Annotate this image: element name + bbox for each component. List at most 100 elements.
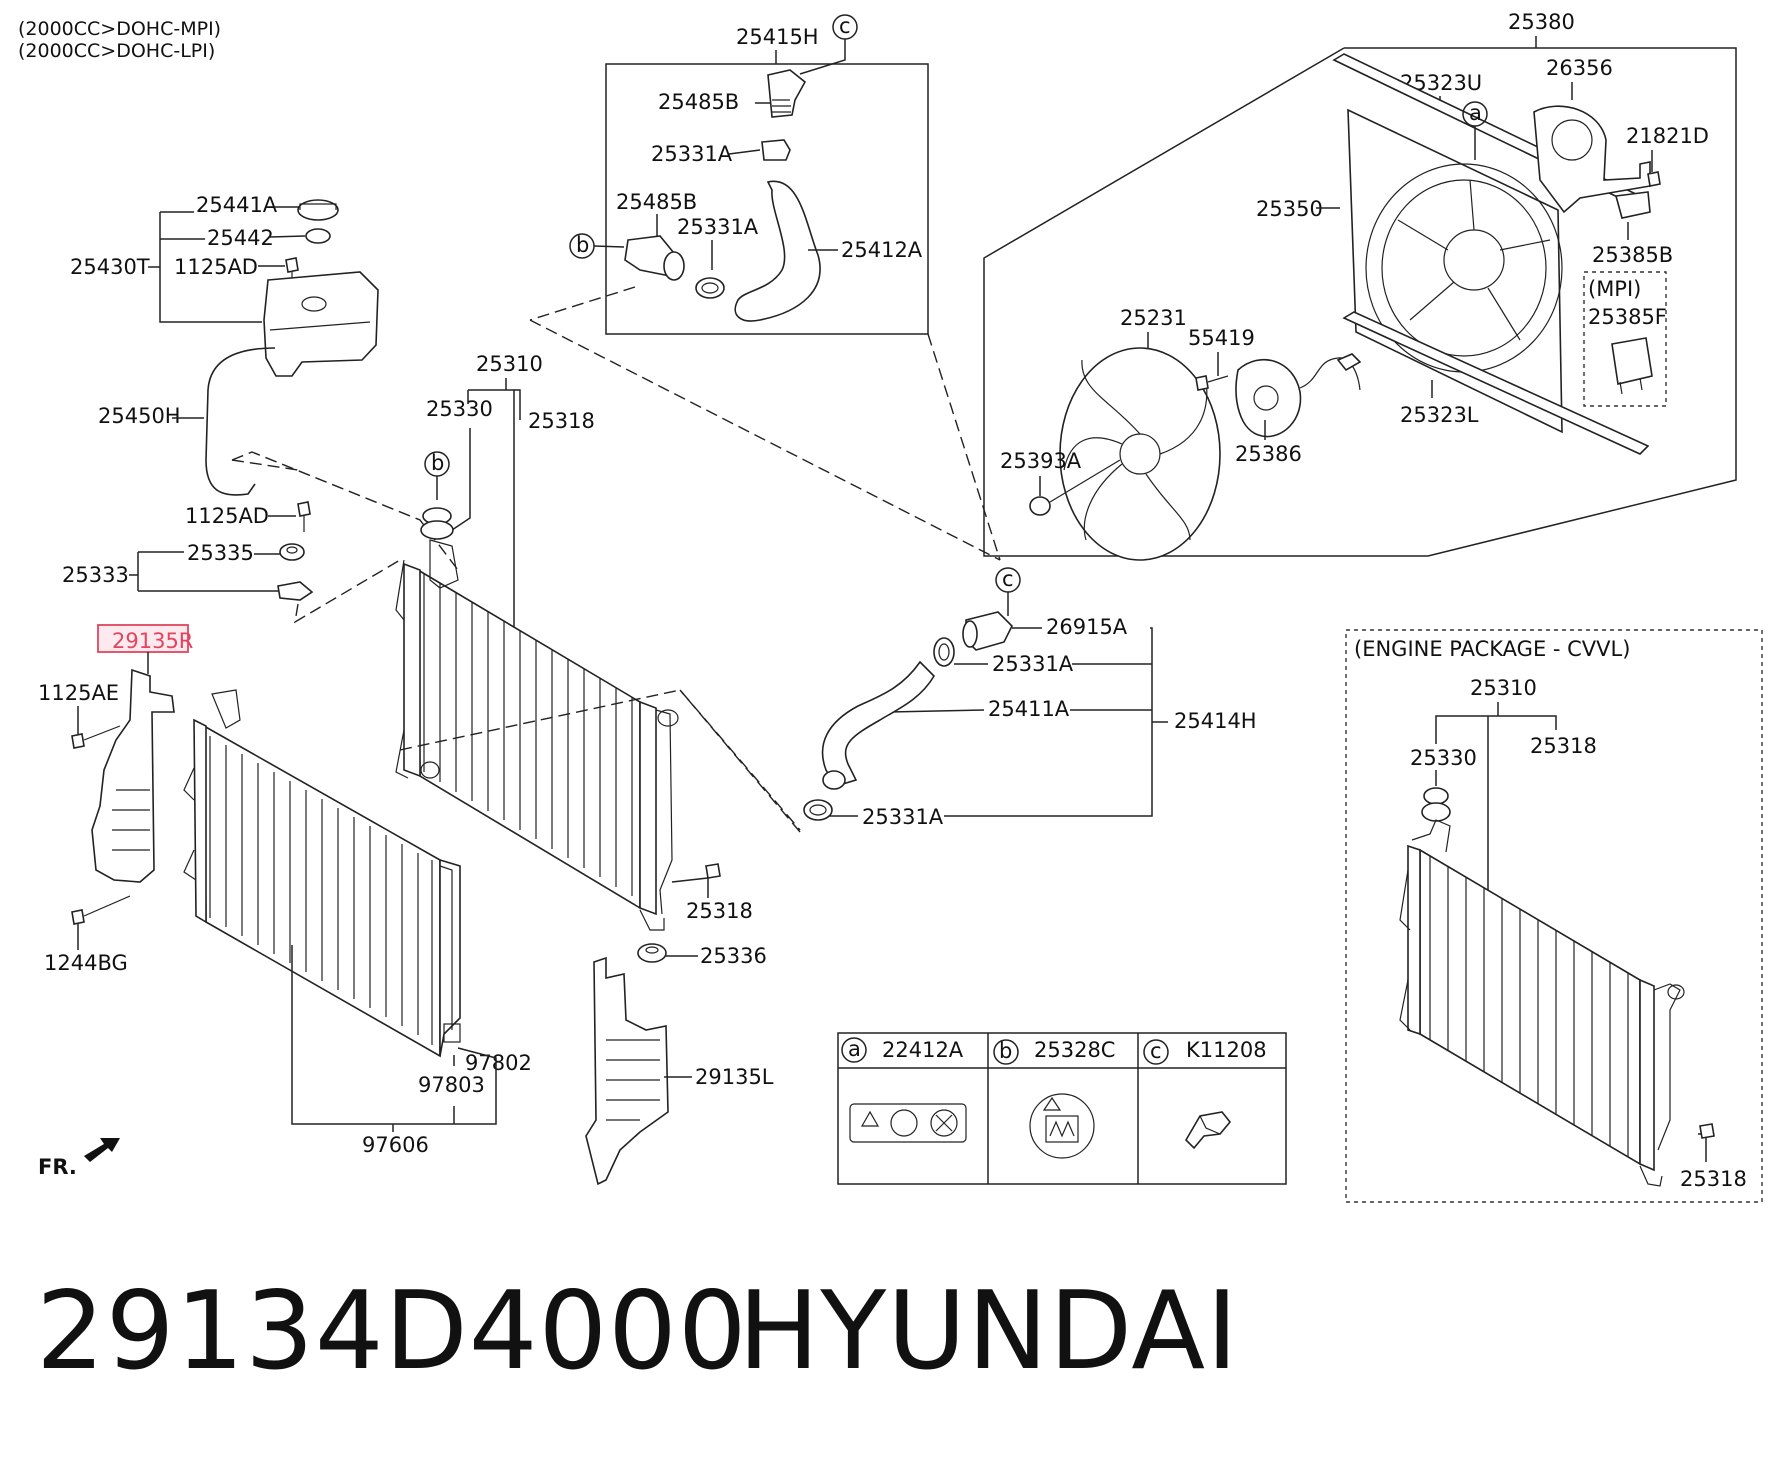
label-97802: 97802 — [465, 1051, 532, 1075]
dashed-leader — [529, 319, 1001, 561]
fan-blade-part — [1059, 347, 1221, 561]
bracket-leader — [944, 627, 1168, 817]
engine-package-cvvl-box — [1345, 629, 1763, 1203]
label-25430T: 25430T — [70, 255, 150, 279]
svg-text:a: a — [1469, 101, 1482, 125]
label-25414H: 25414H — [1174, 709, 1257, 733]
drain-plug-cvvl-part — [1699, 1123, 1715, 1139]
shroud-cover-part — [1533, 105, 1651, 214]
condenser-part — [183, 689, 461, 1058]
small-clamp-part — [695, 277, 725, 299]
label-25331A-top: 25331A — [651, 142, 733, 166]
mounting-bolt-part — [297, 501, 311, 532]
callout-a: a — [1462, 101, 1488, 160]
label-25318-a: 25318 — [528, 409, 595, 433]
engine-package-cvvl-label: (ENGINE PACKAGE - CVVL) — [1354, 637, 1630, 661]
label-25330-cvvl: 25330 — [1410, 746, 1477, 770]
fan-nut-part — [1029, 459, 1121, 516]
leader — [514, 389, 521, 420]
leader — [728, 149, 761, 155]
lower-hose-part — [821, 660, 936, 790]
label-25441A: 25441A — [196, 193, 278, 217]
hose-clamp-part — [761, 139, 791, 161]
callout-b-mid: b — [424, 451, 450, 500]
label-25331A-r1: 25331A — [992, 652, 1074, 676]
label-25310-cvvl: 25310 — [1470, 676, 1537, 700]
label-25323L: 25323L — [1400, 403, 1479, 427]
mpi-resistor-part — [1611, 337, 1653, 395]
symbol-legend-table: a 22412A b 25328C c K11208 — [837, 1032, 1287, 1185]
label-25318-cvvl-a: 25318 — [1530, 734, 1597, 758]
water-outlet-part — [624, 235, 685, 281]
legend-part-25328C: 25328C — [1034, 1038, 1115, 1062]
svg-text:c: c — [1002, 567, 1014, 591]
legend-part-K11208: K11208 — [1186, 1038, 1267, 1062]
guard-bolt-bottom-part — [71, 895, 131, 925]
dashed-leader — [231, 459, 299, 471]
hose-outlet-part — [962, 611, 1013, 651]
label-25385F: 25385F — [1588, 305, 1667, 329]
label-25393A: 25393A — [1000, 449, 1082, 473]
highlighted-part-box[interactable] — [97, 624, 189, 653]
dashed-leader — [679, 689, 801, 833]
lower-insulator-part — [637, 943, 667, 963]
dashed-leader — [231, 451, 459, 571]
label-25485B-mid: 25485B — [616, 190, 697, 214]
label-21821D: 21821D — [1626, 124, 1709, 148]
label-25318-cvvl-b: 25318 — [1680, 1167, 1747, 1191]
label-mpi: (MPI) — [1588, 277, 1641, 301]
label-1244BG: 1244BG — [44, 951, 128, 975]
label-25336: 25336 — [700, 944, 767, 968]
label-25485B-top: 25485B — [658, 90, 739, 114]
bracket-clip-part — [277, 581, 314, 601]
label-25411A: 25411A — [988, 697, 1070, 721]
label-29135R: 29135R — [112, 629, 193, 653]
cap-warning-sticker-icon — [1029, 1093, 1095, 1159]
dashed-leader — [529, 286, 636, 321]
label-25350: 25350 — [1256, 197, 1323, 221]
label-97803: 97803 — [418, 1073, 485, 1097]
radiator-cvvl-part — [1399, 787, 1685, 1187]
fan-shroud-part — [1347, 108, 1563, 434]
thermostat-housing-part — [767, 69, 807, 118]
label-55419: 55419 — [1188, 326, 1255, 350]
label-25415H: 25415H — [736, 25, 819, 49]
label-25385B: 25385B — [1592, 243, 1673, 267]
cap-gasket-part — [305, 228, 331, 244]
label-97606: 97606 — [362, 1133, 429, 1157]
label-25318-b: 25318 — [686, 899, 753, 923]
warning-label-icon — [849, 1103, 967, 1143]
drain-plug-part — [705, 863, 721, 879]
lower-seal-part — [1342, 311, 1650, 455]
air-guard-left-part — [585, 956, 669, 1186]
label-1125AD-top: 1125AD — [174, 255, 258, 279]
label-1125AE: 1125AE — [38, 681, 119, 705]
bracket-leader — [1435, 702, 1557, 890]
hose-clip-icon — [1184, 1111, 1232, 1150]
overflow-hose-part — [205, 347, 276, 496]
part-number-text: 29134D4000 — [36, 1269, 748, 1394]
label-25310: 25310 — [476, 352, 543, 376]
label-25330: 25330 — [426, 397, 493, 421]
label-26915A: 26915A — [1046, 615, 1128, 639]
leader — [826, 663, 988, 817]
resistor-part — [1614, 191, 1651, 219]
guard-bolt-top-part — [71, 725, 121, 749]
label-25380: 25380 — [1508, 10, 1575, 34]
leader — [671, 877, 709, 898]
label-1125AD-mid: 1125AD — [185, 504, 269, 528]
svg-text:b: b — [576, 233, 589, 257]
engine-note-lpi: (2000CC>DOHC-LPI) — [18, 40, 215, 62]
mpi-box — [1583, 271, 1667, 407]
label-25412A: 25412A — [841, 238, 923, 262]
engine-note-mpi: (2000CC>DOHC-MPI) — [18, 18, 221, 40]
fan-group-frame — [983, 36, 1737, 557]
svg-text:c: c — [839, 14, 851, 38]
front-direction-label: FR. — [38, 1155, 77, 1179]
dashed-leader — [399, 689, 801, 831]
radiator-cap-part — [420, 507, 454, 540]
fan-motor-part — [1235, 353, 1362, 438]
leader — [451, 428, 471, 531]
legend-letter-b: b — [999, 1039, 1012, 1063]
